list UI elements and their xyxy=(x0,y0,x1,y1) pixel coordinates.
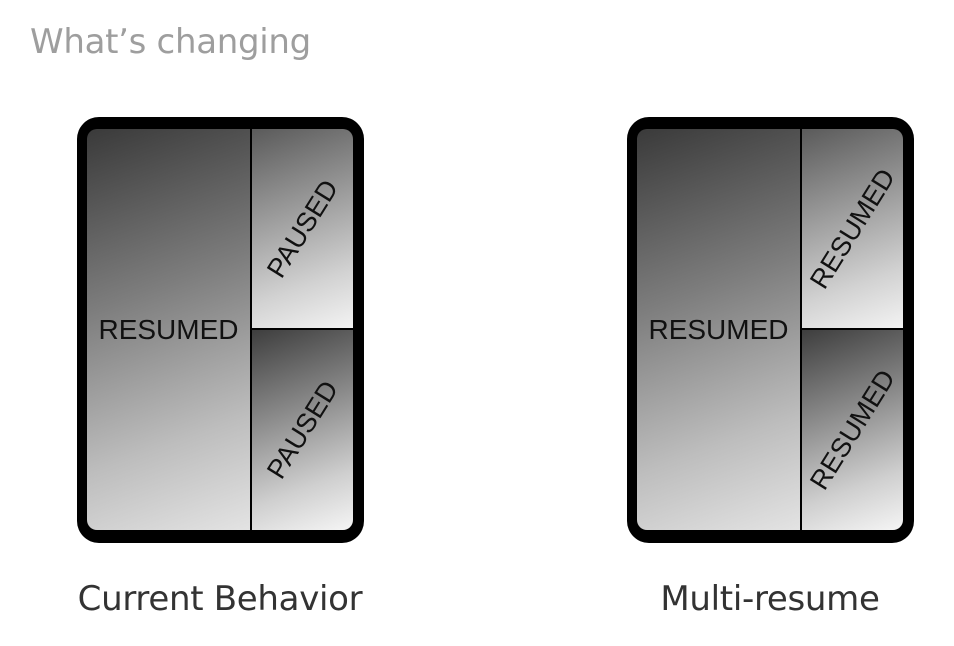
bottom-pane-state-label: RESUMED xyxy=(803,364,901,495)
bottom-side-pane: PAUSED xyxy=(252,330,353,530)
bottom-pane-state-label: PAUSED xyxy=(260,375,344,484)
current-behavior-caption: Current Behavior xyxy=(77,579,363,619)
multi-resume-caption: Multi-resume xyxy=(660,579,880,619)
top-pane-state-label: PAUSED xyxy=(260,174,344,283)
main-pane-state-label: RESUMED xyxy=(648,314,789,345)
top-side-pane: RESUMED xyxy=(802,129,903,328)
device-screen: RESUMED RESUMED RESUMED xyxy=(637,129,903,530)
main-pane: RESUMED xyxy=(637,129,800,530)
top-side-pane: PAUSED xyxy=(252,129,353,328)
main-pane: RESUMED xyxy=(87,129,250,530)
page-title: What’s changing xyxy=(30,22,311,62)
top-pane-state-label: RESUMED xyxy=(803,163,901,294)
device-current-behavior: RESUMED PAUSED PAUSED xyxy=(77,117,364,543)
device-screen: RESUMED PAUSED PAUSED xyxy=(87,129,353,530)
main-pane-state-label: RESUMED xyxy=(98,314,239,345)
device-multi-resume: RESUMED RESUMED RESUMED xyxy=(627,117,914,543)
bottom-side-pane: RESUMED xyxy=(802,330,903,530)
